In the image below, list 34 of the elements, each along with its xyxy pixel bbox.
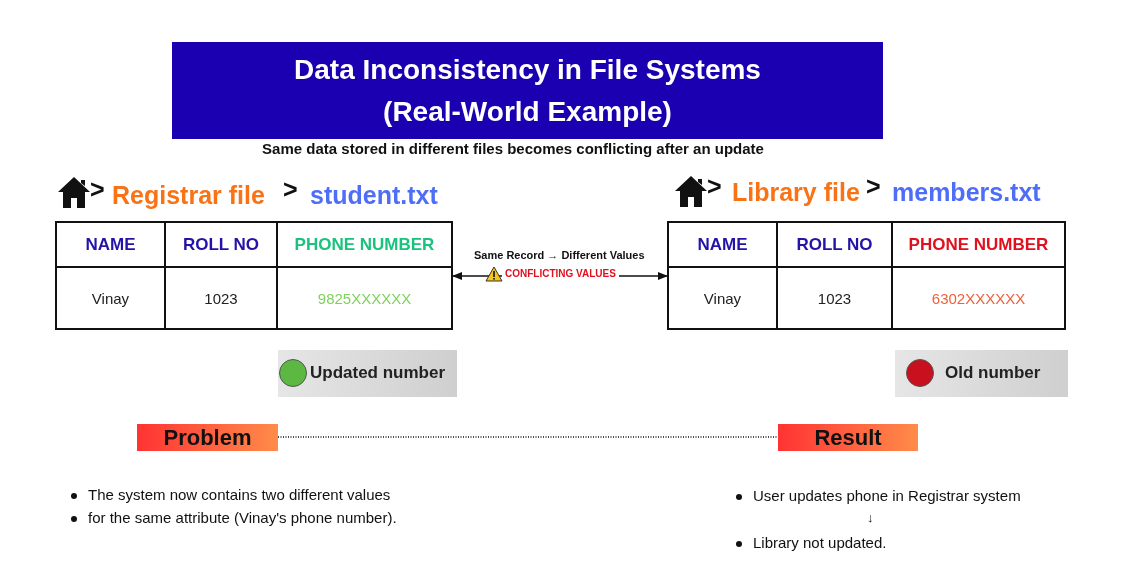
breadcrumb-separator: > (283, 175, 298, 204)
table-cell: 1023 (166, 268, 278, 328)
folder-label: Registrar file (112, 180, 265, 210)
table-header-cell: ROLL NO (778, 223, 893, 268)
breadcrumb-separator: > (707, 172, 722, 201)
file-name-label: members.txt (892, 177, 1041, 207)
dotted-connector (277, 436, 779, 438)
table-cell: 1023 (778, 268, 893, 328)
file-name-label: student.txt (310, 180, 438, 210)
folder-label: Library file (732, 177, 860, 207)
bullet-text: User updates phone in Registrar system (753, 487, 1021, 504)
legend-label: Updated number (310, 363, 446, 383)
table-header-cell: PHONE NUMBER (278, 223, 451, 268)
breadcrumb-separator: > (866, 172, 881, 201)
warning-label: CONFLICTING VALUES (502, 268, 619, 279)
table-header-cell: ROLL NO (166, 223, 278, 268)
table-cell: 6302XXXXXX (893, 268, 1064, 328)
subtitle: Same data stored in different files becomes conflicting after an update (261, 140, 765, 157)
table-cell: 9825XXXXXX (278, 268, 451, 328)
bullet-text: for the same attribute (Vinay's phone number). (88, 509, 397, 526)
table-cell: Vinay (669, 268, 778, 328)
bullet-text: Library not updated. (753, 534, 887, 551)
table-header-cell: NAME (57, 223, 166, 268)
edge-label: Same Record → Different Values (472, 249, 647, 261)
table-header-cell: PHONE NUMBER (893, 223, 1064, 268)
legend-label: Old number (945, 363, 1041, 383)
down-arrow-text: ↓ (867, 510, 874, 525)
table-header-cell: NAME (669, 223, 778, 268)
breadcrumb-separator: > (90, 175, 105, 204)
bullet-text: The system now contains two different values (88, 486, 391, 503)
title-banner: Data Inconsistency in File Systems (Real-World Example) (172, 42, 883, 139)
section-tag: Problem (137, 424, 278, 451)
table-cell: Vinay (57, 268, 166, 328)
section-tag: Result (778, 424, 918, 451)
